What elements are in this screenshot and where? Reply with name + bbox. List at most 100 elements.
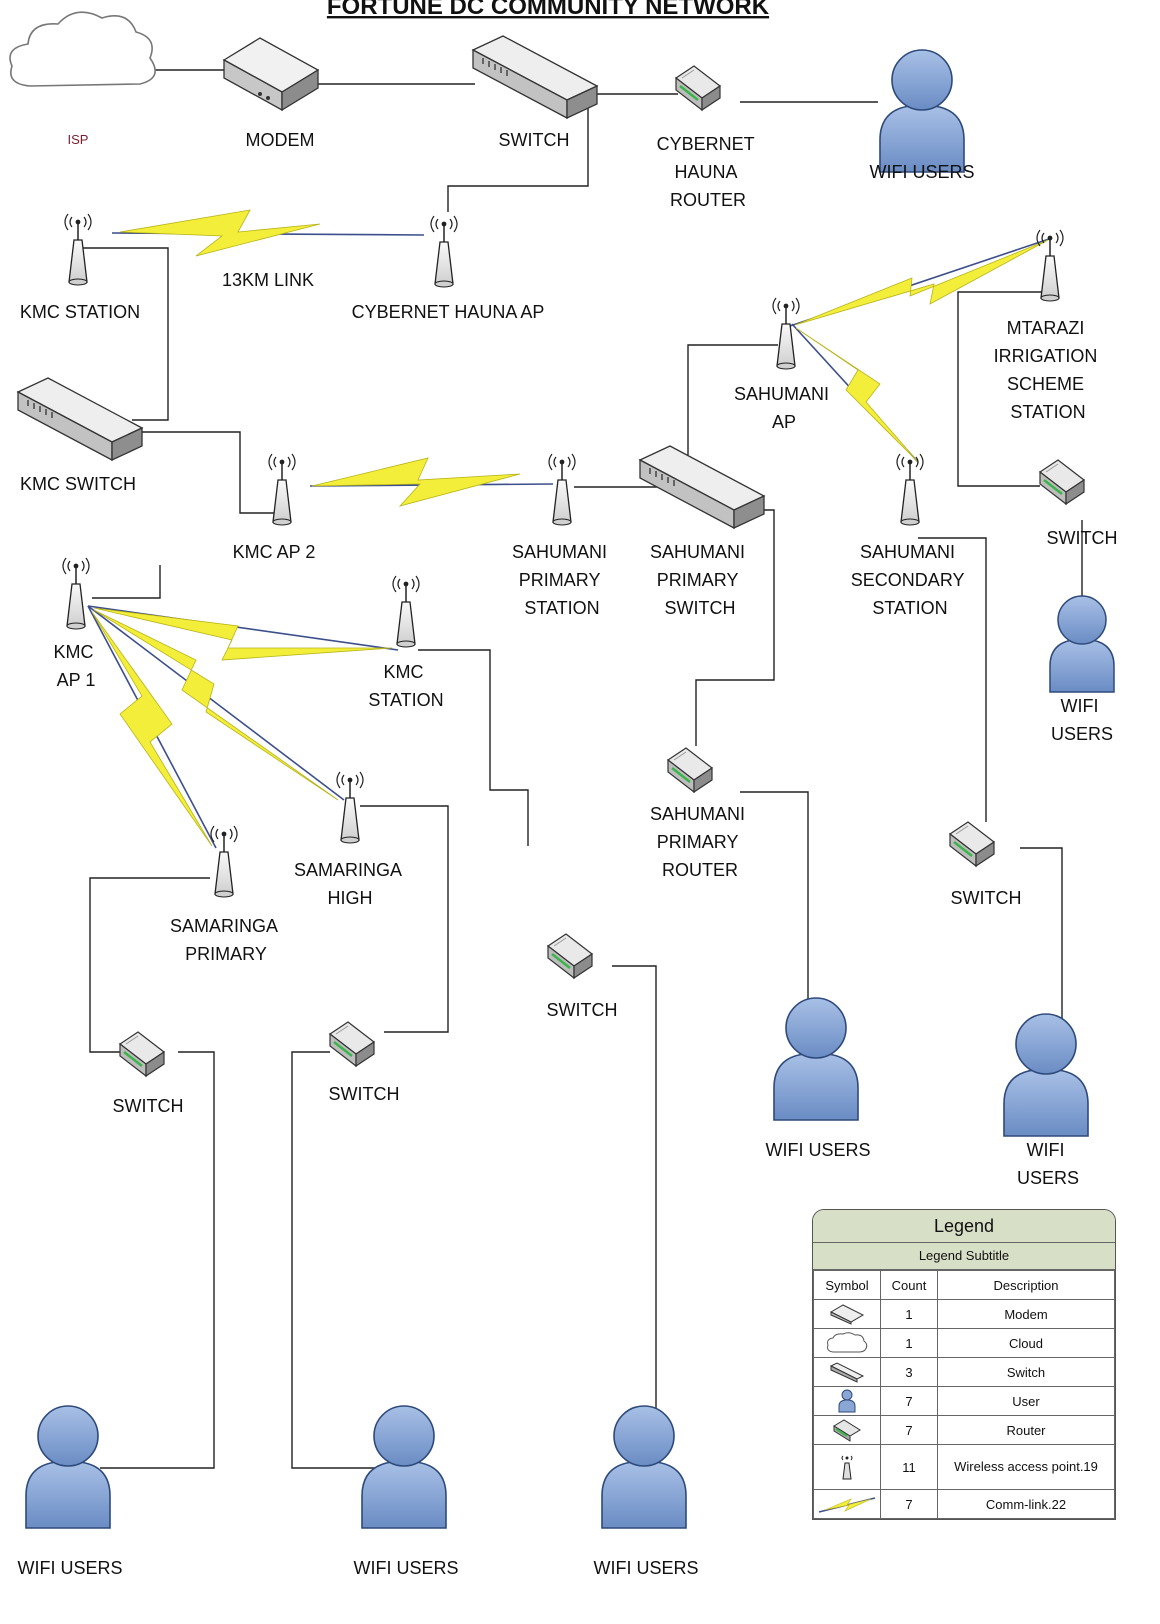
legend: Legend Legend Subtitle Symbol Count Desc… (812, 1209, 1116, 1520)
switch-right-label: SWITCH (1047, 528, 1118, 548)
switch-kmc-station-label: SWITCH (547, 1000, 618, 1020)
legend-description: Comm-link.22 (937, 1489, 1115, 1519)
wifi-users-sahumani-label: WIFI USERS (765, 1140, 870, 1160)
wifi-users-right-label: WIFI USERS (1051, 696, 1113, 744)
wifi-users-bottom-left-icon (25, 1405, 111, 1529)
legend-description: Modem (937, 1299, 1115, 1329)
wireless-access-point-icon (813, 1444, 881, 1490)
legend-description: Cloud (937, 1328, 1115, 1358)
link-13km-label: 13KM LINK (222, 270, 314, 290)
kmc-ap1-icon (62, 557, 90, 630)
sahumani-primary-station-label: SAHUMANI PRIMARY STATION (512, 542, 612, 618)
diagram-title: FORTUNE DC COMMUNITY NETWORK (327, 0, 770, 20)
sahumani-secondary-station-label: SAHUMANI SECONDARY STATION (851, 542, 969, 618)
wireless-links (87, 232, 1053, 849)
kmc-station-top-ap-icon (64, 213, 92, 286)
modem-icon (222, 37, 320, 112)
switch-icon (813, 1357, 881, 1387)
cybernet-hauna-ap-icon (430, 215, 458, 288)
switch-secondary-icon (948, 820, 996, 868)
modem-icon (813, 1299, 881, 1329)
samaringa-primary-ap-icon (210, 825, 238, 898)
switch-icon (472, 35, 598, 119)
legend-header-description: Description (937, 1270, 1115, 1300)
wifi-users-bottom-left-label: WIFI USERS (17, 1558, 122, 1578)
legend-row: 11 Wireless access point.19 (813, 1444, 1115, 1490)
comm-link-icon (813, 1489, 881, 1519)
legend-count: 3 (880, 1357, 938, 1387)
legend-description: User (937, 1386, 1115, 1416)
cloud-icon (813, 1328, 881, 1358)
kmc-switch-label: KMC SWITCH (20, 474, 136, 494)
sahumani-primary-switch-label: SAHUMANI PRIMARY SWITCH (650, 542, 750, 618)
wifi-users-sahumani-icon (773, 997, 859, 1121)
wifi-users-bottom-mid-icon (361, 1405, 447, 1529)
cybernet-router-label: CYBERNET HAUNA ROUTER (657, 134, 760, 210)
wired-links (82, 69, 1083, 1469)
samaringa-high-ap-icon (336, 771, 364, 844)
samaringa-primary-label: SAMARINGA PRIMARY (170, 916, 282, 964)
switch-top-label: SWITCH (499, 130, 570, 150)
kmc-station-top-label: KMC STATION (20, 302, 140, 322)
wifi-users-top-label: WIFI USERS (869, 162, 974, 182)
wifi-users-secondary-icon (1003, 1013, 1089, 1137)
wifi-users-top-icon (879, 49, 965, 173)
switch-secondary-label: SWITCH (951, 888, 1022, 908)
modem-label: MODEM (246, 130, 315, 150)
kmc-ap2-label: KMC AP 2 (233, 542, 316, 562)
legend-row: 7 User (813, 1386, 1115, 1416)
cybernet-hauna-ap-label: CYBERNET HAUNA AP (352, 302, 545, 322)
cybernet-router-icon (674, 64, 722, 112)
wifi-users-bottom-right-icon (601, 1405, 687, 1529)
legend-subtitle: Legend Subtitle (813, 1243, 1115, 1270)
user-icon (813, 1386, 881, 1416)
sahumani-primary-router-label: SAHUMANI PRIMARY ROUTER (650, 804, 750, 880)
switch-high-label: SWITCH (329, 1084, 400, 1104)
legend-title: Legend (813, 1210, 1115, 1243)
legend-count: 7 (880, 1415, 938, 1445)
legend-row: 7 Router (813, 1415, 1115, 1445)
sahumani-ap-label: SAHUMANI AP (734, 384, 834, 432)
switch-high-icon (328, 1020, 376, 1068)
kmc-switch-icon (17, 377, 143, 461)
samaringa-high-label: SAMARINGA HIGH (294, 860, 406, 908)
legend-count: 1 (880, 1299, 938, 1329)
legend-description: Wireless access point.19 (937, 1444, 1115, 1490)
switch-primary-label: SWITCH (113, 1096, 184, 1116)
mtarazi-ap-icon (1036, 229, 1064, 302)
router-icon (813, 1415, 881, 1445)
legend-description: Switch (937, 1357, 1115, 1387)
legend-description: Router (937, 1415, 1115, 1445)
legend-header-row: Symbol Count Description (813, 1270, 1115, 1300)
kmc-ap2-icon (268, 453, 296, 526)
sahumani-primary-switch-icon (639, 445, 765, 529)
legend-count: 7 (880, 1386, 938, 1416)
wifi-users-bottom-right-label: WIFI USERS (593, 1558, 698, 1578)
legend-count: 1 (880, 1328, 938, 1358)
legend-row: 3 Switch (813, 1357, 1115, 1387)
legend-header-symbol: Symbol (813, 1270, 881, 1300)
kmc-ap1-label: KMC AP 1 (53, 642, 98, 690)
switch-right-icon (1038, 458, 1086, 506)
switch-primary-icon (118, 1030, 166, 1078)
switch-kmc-station-icon (546, 932, 594, 980)
legend-table: Symbol Count Description 1 Modem 1 Cloud… (813, 1270, 1115, 1519)
legend-header-count: Count (880, 1270, 938, 1300)
wifi-users-bottom-mid-label: WIFI USERS (353, 1558, 458, 1578)
isp-cloud-icon (9, 11, 156, 87)
comm-link-bolts (91, 209, 1049, 847)
isp-label: ISP (68, 132, 89, 147)
legend-count: 11 (880, 1444, 938, 1490)
legend-row: 7 Comm-link.22 (813, 1489, 1115, 1519)
sahumani-secondary-station-ap-icon (896, 453, 924, 526)
wifi-users-right-icon (1049, 595, 1115, 693)
kmc-station-mid-ap-icon (392, 575, 420, 648)
sahumani-primary-router-icon (666, 746, 714, 794)
legend-row: 1 Cloud (813, 1328, 1115, 1358)
mtarazi-label: MTARAZI IRRIGATION SCHEME STATION (994, 318, 1103, 422)
legend-count: 7 (880, 1489, 938, 1519)
wifi-users-secondary-label: WIFI USERS (1017, 1140, 1079, 1188)
legend-row: 1 Modem (813, 1299, 1115, 1329)
